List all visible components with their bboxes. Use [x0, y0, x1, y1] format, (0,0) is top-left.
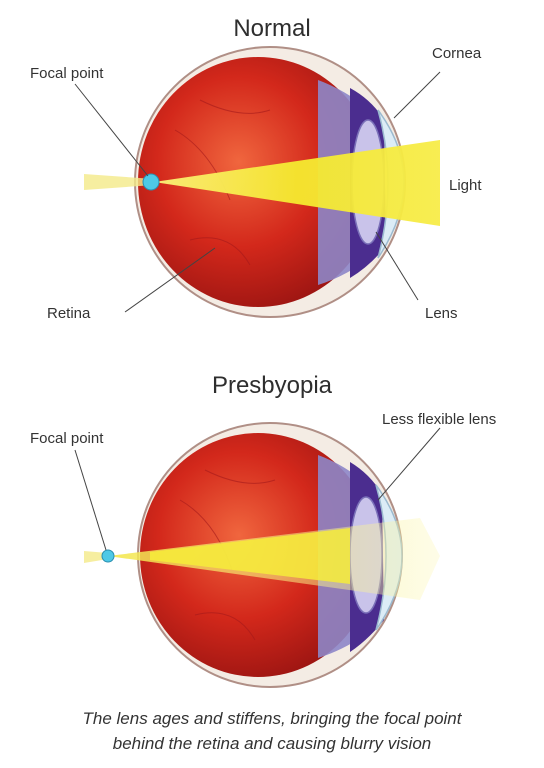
panel-title: Normal [233, 15, 310, 42]
label-light: Light [449, 177, 482, 194]
panel-title: Presbyopia [212, 372, 333, 399]
caption-line: behind the retina and causing blurry vis… [0, 731, 544, 756]
label-focal-point: Focal point [30, 430, 104, 447]
label-less-flexible-lens: Less flexible lens [382, 411, 496, 428]
caption: The lens ages and stiffens, bringing the… [0, 706, 544, 756]
label-cornea: Cornea [432, 45, 482, 62]
caption-line: The lens ages and stiffens, bringing the… [0, 706, 544, 731]
label-lens: Lens [425, 305, 458, 322]
panel-presbyopia: Presbyopia Focal point Less flexible len… [30, 372, 496, 687]
focal-point-marker [143, 174, 159, 190]
panel-normal: Normal [30, 15, 482, 322]
label-retina: Retina [47, 305, 91, 322]
label-focal-point: Focal point [30, 65, 104, 82]
focal-point-marker [102, 550, 114, 562]
